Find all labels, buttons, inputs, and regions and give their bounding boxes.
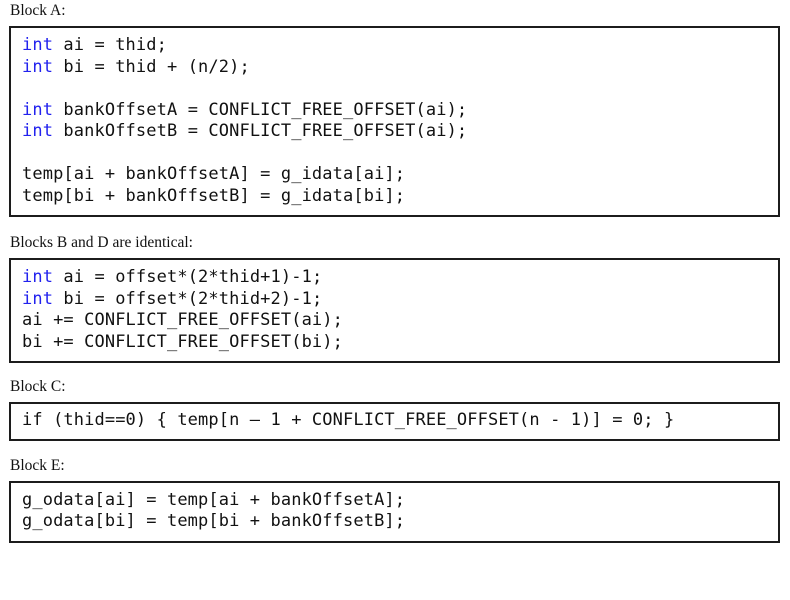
code-line: bi += CONFLICT_FREE_OFFSET(bi);	[22, 331, 344, 352]
block-c-label: Block C:	[10, 378, 66, 395]
code-line: if (thid==0) { temp[n – 1 + CONFLICT_FRE…	[22, 410, 675, 430]
code-keyword: int	[22, 121, 54, 141]
block-e-code-box: g_odata[ai] = temp[ai + bankOffsetA]; g_…	[9, 480, 780, 543]
block-c-code-box: if (thid==0) { temp[n – 1 + CONFLICT_FRE…	[9, 402, 780, 441]
code-line: int bankOffsetB = CONFLICT_FREE_OFFSET(a…	[22, 121, 468, 141]
code-block-e: Block E: g_odata[ai] = temp[ai + bankOff…	[9, 457, 780, 543]
code-keyword: int	[22, 99, 54, 120]
code-keyword: int	[22, 288, 54, 309]
code-line: int bi = offset*(2*thid+2)-1;	[22, 288, 323, 309]
code-line: g_odata[ai] = temp[ai + bankOffsetA];	[22, 489, 406, 510]
code-keyword: int	[22, 267, 54, 287]
block-a-code-box: int ai = thid; int bi = thid + (n/2); in…	[9, 26, 780, 217]
block-c-code: if (thid==0) { temp[n – 1 + CONFLICT_FRE…	[22, 410, 768, 432]
block-bd-label: Blocks B and D are identical:	[10, 234, 193, 251]
code-blank-line	[22, 143, 768, 165]
code-line: int ai = thid;	[22, 35, 167, 55]
block-e-label: Block E:	[10, 456, 65, 474]
block-e-code: g_odata[ai] = temp[ai + bankOffsetA]; g_…	[22, 490, 768, 533]
code-line: int bi = thid + (n/2);	[22, 56, 250, 77]
block-bd-code: int ai = offset*(2*thid+1)-1; int bi = o…	[22, 267, 768, 353]
code-block-bd: Blocks B and D are identical: int ai = o…	[9, 234, 780, 363]
code-keyword: int	[22, 35, 54, 55]
block-a-code: int ai = thid; int bi = thid + (n/2); in…	[22, 35, 768, 207]
code-line: temp[bi + bankOffsetB] = g_idata[bi];	[22, 185, 406, 206]
code-keyword: int	[22, 56, 54, 77]
code-block-a: Block A: int ai = thid; int bi = thid + …	[9, 2, 780, 217]
block-a-label: Block A:	[10, 2, 66, 19]
code-line: int bankOffsetA = CONFLICT_FREE_OFFSET(a…	[22, 99, 468, 120]
code-line: temp[ai + bankOffsetA] = g_idata[ai];	[22, 164, 406, 184]
code-block-c: Block C: if (thid==0) { temp[n – 1 + CON…	[9, 378, 780, 441]
code-blank-line	[22, 78, 768, 100]
code-line: ai += CONFLICT_FREE_OFFSET(ai);	[22, 310, 344, 330]
block-bd-code-box: int ai = offset*(2*thid+1)-1; int bi = o…	[9, 258, 780, 363]
code-line: g_odata[bi] = temp[bi + bankOffsetB];	[22, 511, 406, 531]
code-line: int ai = offset*(2*thid+1)-1;	[22, 267, 323, 287]
